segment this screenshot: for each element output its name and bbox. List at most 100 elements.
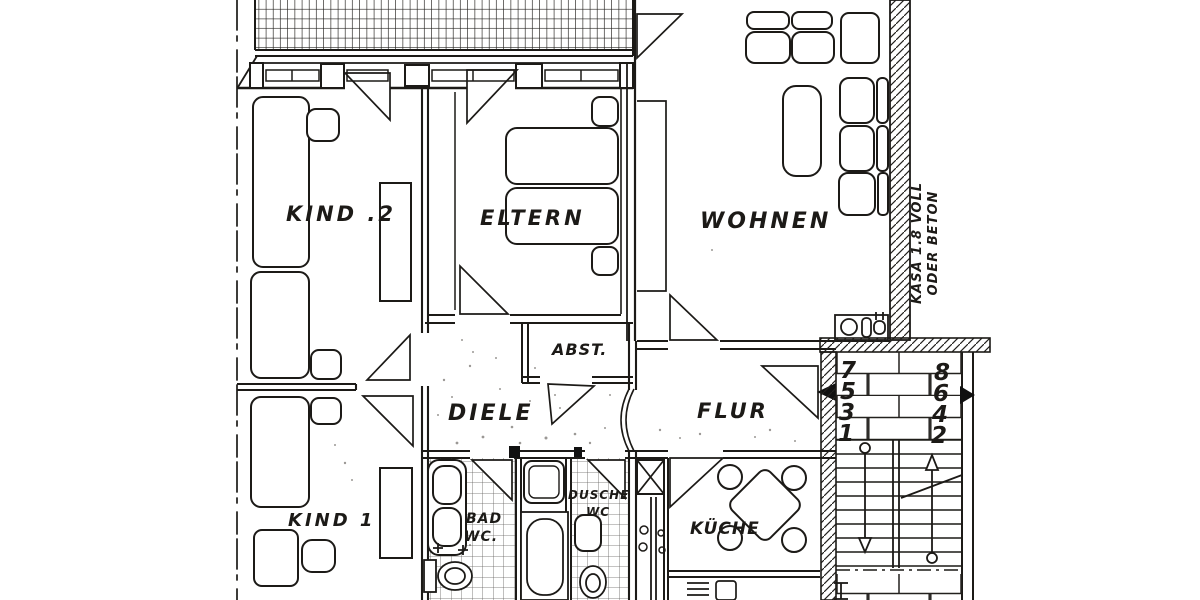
door-swing-dusche bbox=[585, 459, 626, 501]
balcony-grid bbox=[255, 0, 633, 50]
door-swing-wohnen-balcony bbox=[636, 13, 685, 61]
room-label-eltern: ELTERN bbox=[480, 206, 585, 230]
stair-number: 6 bbox=[933, 381, 949, 407]
door-swing-wohnen bbox=[669, 293, 720, 341]
room-label-kueche: KÜCHE bbox=[690, 517, 760, 539]
toilet bbox=[579, 565, 607, 599]
shaft bbox=[636, 458, 669, 600]
wardrobe bbox=[637, 100, 667, 292]
stair-number: 4 bbox=[931, 402, 948, 428]
door-swing-eltern bbox=[459, 263, 511, 315]
sofa bbox=[782, 85, 822, 177]
room-wohnen: WOHNEN bbox=[636, 11, 889, 341]
room-label-abst: ABST. bbox=[550, 340, 607, 359]
heater-unit bbox=[834, 312, 889, 341]
balcony bbox=[254, 0, 634, 57]
door-swing-kind2-balcony bbox=[343, 72, 391, 123]
entry-arrow-icon bbox=[960, 386, 975, 404]
door-swing-abst bbox=[547, 383, 597, 426]
door-swing-entrance bbox=[759, 365, 819, 420]
window-pier bbox=[249, 62, 634, 89]
door-jamb bbox=[574, 447, 582, 457]
room-label-dusche-wc: WC bbox=[586, 505, 610, 519]
chairs bbox=[717, 464, 807, 553]
door-swing-bad bbox=[469, 459, 513, 503]
column-symbol bbox=[834, 582, 848, 600]
wall-eltern-wohnen bbox=[620, 0, 637, 341]
room-label-flur: FLUR bbox=[697, 399, 769, 423]
door-swing-kueche bbox=[669, 457, 726, 509]
wall-note-line2: ODER BETON bbox=[926, 191, 941, 296]
shaft-x-icon bbox=[636, 459, 665, 495]
bed bbox=[250, 396, 310, 508]
nightstand bbox=[310, 349, 342, 380]
room-label-diele: DIELE bbox=[448, 401, 534, 426]
room-kind1: KIND 1 bbox=[250, 395, 414, 587]
stair-lower-steps bbox=[836, 574, 962, 600]
counter-sink bbox=[715, 580, 737, 600]
shower-basin bbox=[528, 465, 560, 499]
door-swing-kind2 bbox=[365, 332, 411, 381]
nightstand bbox=[310, 397, 342, 425]
room-label-bad-wc: WC. bbox=[464, 529, 498, 545]
sink bbox=[432, 465, 462, 505]
stair-number: 8 bbox=[934, 360, 950, 386]
bed bbox=[505, 187, 619, 245]
nightstand bbox=[306, 108, 340, 142]
arc-door bbox=[625, 388, 635, 452]
wardrobe bbox=[379, 467, 413, 559]
toilet bbox=[423, 543, 473, 593]
wall-note-line1: KASA 1.8 VOLL bbox=[910, 182, 925, 304]
bathtub bbox=[526, 518, 564, 596]
room-label-bad: BAD bbox=[466, 511, 502, 527]
room-label-dusche: DUSCHE bbox=[568, 488, 629, 502]
door-jamb bbox=[509, 446, 520, 458]
room-dusche-wc: DUSCHE WC bbox=[568, 458, 629, 600]
wall-exterior-right bbox=[889, 0, 911, 341]
armchairs bbox=[838, 77, 889, 216]
stair-upper-steps bbox=[836, 352, 962, 440]
scan-speckles bbox=[334, 249, 796, 546]
balcony-doors bbox=[343, 69, 519, 126]
room-label-wohnen: WOHNEN bbox=[700, 209, 831, 234]
room-kind2: KIND .2 bbox=[250, 96, 412, 381]
room-abst: ABST. bbox=[521, 323, 633, 426]
wall-kind1-top bbox=[237, 382, 358, 392]
nightstand bbox=[591, 96, 619, 127]
wall-kueche-bottom bbox=[668, 569, 820, 579]
wall-note: KASA 1.8 VOLL ODER BETON bbox=[910, 182, 941, 304]
room-kueche: KÜCHE bbox=[668, 457, 820, 600]
cabinet-row bbox=[745, 11, 880, 64]
room-label-kind1: KIND 1 bbox=[288, 510, 375, 531]
window bbox=[265, 69, 619, 82]
stair-number: 3 bbox=[839, 400, 855, 426]
stair-steps bbox=[836, 439, 963, 568]
room-eltern: ELTERN bbox=[454, 92, 619, 315]
nightstand bbox=[591, 246, 619, 276]
wall-stair-top bbox=[819, 337, 991, 353]
stair-number: 7 bbox=[840, 358, 856, 384]
room-bad-wc: BAD WC. bbox=[423, 458, 516, 600]
room-diele: DIELE bbox=[334, 249, 796, 546]
stair-number: 5 bbox=[840, 379, 856, 405]
dresser bbox=[253, 529, 299, 587]
sink bbox=[432, 507, 462, 547]
window-band bbox=[237, 62, 634, 90]
wall-stair-left bbox=[820, 351, 837, 600]
sink bbox=[574, 514, 602, 552]
stair-up-arrow-icon bbox=[924, 452, 940, 564]
wall-kitchen-left bbox=[663, 458, 669, 600]
stair-number: 2 bbox=[931, 423, 947, 449]
door-swing-eltern-balcony bbox=[466, 69, 519, 126]
pipes bbox=[638, 525, 666, 554]
nightstand bbox=[301, 539, 336, 573]
wall-eltern-bottom bbox=[425, 314, 633, 324]
wardrobe bbox=[379, 182, 412, 302]
stair-number: 1 bbox=[838, 421, 854, 447]
bed bbox=[250, 271, 310, 379]
bed bbox=[252, 96, 310, 268]
door-swing-kind1 bbox=[360, 395, 414, 449]
stair-down-arrow-icon bbox=[857, 442, 873, 555]
